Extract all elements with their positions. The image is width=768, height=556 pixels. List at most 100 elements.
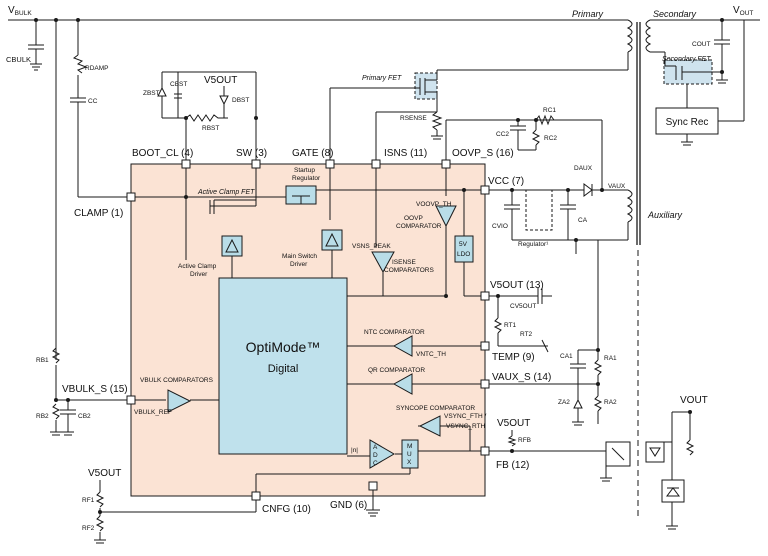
svg-text:|n|: |n| (351, 447, 358, 454)
core-subtitle: Digital (268, 363, 299, 375)
svg-text:Startup: Startup (294, 167, 315, 174)
svg-text:VOUT: VOUT (733, 5, 753, 17)
junction-dots (34, 18, 724, 514)
main-switch-driver: Main Switch Driver (282, 229, 343, 268)
pin-sw: SW (3) (236, 148, 267, 169)
svg-text:5V: 5V (459, 241, 468, 248)
svg-text:V5OUT: V5OUT (497, 418, 530, 429)
svg-text:RFB: RFB (518, 437, 531, 444)
svg-text:RA2: RA2 (604, 399, 617, 406)
cnfg-divider: V5OUT RF1 RF2 (82, 468, 257, 544)
internal-wiring (131, 164, 485, 496)
syncope-comparator: SYNCOPE COMPARATOR VSYNC_FTH / VSYNC_RTH (396, 405, 486, 437)
svg-text:RT2: RT2 (520, 331, 533, 338)
pin-oovp-s: OOVP_S (16) (441, 148, 514, 169)
vcc-aux-network: DAUX VAUX Regulator¹ CVIO CA (485, 165, 629, 254)
qr-comparator: QR COMPARATOR (368, 367, 425, 395)
svg-text:RB1: RB1 (36, 357, 49, 364)
transformer: Primary Secondary Auxiliary (572, 9, 697, 520)
svg-text:QR COMPARATOR: QR COMPARATOR (368, 367, 425, 374)
svg-text:M: M (407, 443, 412, 450)
active-clamp-fet: Active Clamp FET (197, 189, 256, 214)
active-clamp-driver: Active Clamp Driver (178, 235, 243, 278)
svg-text:VNTC_TH: VNTC_TH (416, 351, 446, 358)
svg-text:V5OUT: V5OUT (204, 75, 237, 86)
svg-text:BOOT_CL (4): BOOT_CL (4) (132, 148, 193, 159)
svg-text:RBST: RBST (202, 125, 219, 132)
svg-text:CA: CA (578, 217, 588, 224)
svg-text:CV5OUT: CV5OUT (510, 303, 536, 310)
svg-text:CC: CC (88, 98, 98, 105)
svg-text:ISNS (11): ISNS (11) (384, 148, 427, 159)
svg-text:ZBST: ZBST (143, 90, 160, 97)
svg-text:V5OUT: V5OUT (88, 468, 121, 479)
primary-fet: Primary FET RSENSE (329, 69, 628, 160)
svg-text:VSYNC_RTH: VSYNC_RTH (446, 423, 486, 430)
pin-vbulk-s: VBULK_S (15) (62, 384, 136, 405)
svg-text:Regulator¹: Regulator¹ (518, 241, 549, 248)
vbulk-rail: VBULK CBULK (6, 5, 628, 360)
svg-text:RA1: RA1 (604, 355, 617, 362)
svg-text:CBST: CBST (170, 81, 187, 88)
svg-text:VCC (7): VCC (7) (488, 176, 524, 187)
svg-text:RF1: RF1 (82, 497, 95, 504)
svg-text:RF2: RF2 (82, 525, 95, 532)
svg-text:ZA2: ZA2 (558, 399, 570, 406)
pin-vcc: VCC (7) (480, 176, 524, 195)
boot-network: ZBST CBST V5OUT DBST RBST (143, 71, 257, 160)
svg-text:DAUX: DAUX (574, 165, 593, 172)
svg-text:COUT: COUT (692, 41, 710, 48)
svg-text:DBST: DBST (232, 97, 249, 104)
svg-text:VOOVP_TH: VOOVP_TH (416, 201, 452, 208)
damp-network: RDAMP CC (70, 54, 131, 198)
svg-text:FB (12): FB (12) (496, 460, 529, 471)
svg-text:COMPARATORS: COMPARATORS (384, 267, 435, 274)
secondary-side: VOUT COUT Secondary FET Sync Rec (650, 5, 760, 146)
svg-text:RT1: RT1 (504, 322, 517, 329)
svg-text:GND (6): GND (6) (330, 500, 367, 511)
svg-text:RDAMP: RDAMP (85, 65, 108, 72)
svg-text:U: U (407, 451, 412, 458)
pin-vaux-s: VAUX_S (14) (480, 372, 551, 389)
svg-text:LDO: LDO (457, 251, 470, 258)
svg-text:VOUT: VOUT (680, 395, 708, 406)
vbulk-comparators: VBULK COMPARATORS VBULK_REF (134, 377, 214, 416)
svg-text:Sync Rec: Sync Rec (666, 117, 709, 128)
svg-text:X: X (407, 459, 412, 466)
oovp-network: CC2 RC1 RC2 (445, 107, 603, 190)
pin-gnd: GND (6) (330, 481, 378, 511)
svg-text:VBULK_S (15): VBULK_S (15) (62, 384, 128, 395)
svg-text:C: C (373, 460, 378, 467)
ntc-comparator: NTC COMPARATOR VNTC_TH (364, 329, 446, 358)
svg-text:Regulator: Regulator (292, 175, 321, 182)
pin-isns: ISNS (11) (371, 148, 427, 169)
svg-text:Active Clamp: Active Clamp (178, 263, 217, 270)
svg-text:Secondary FET: Secondary FET (662, 56, 711, 63)
pin-clamp: CLAMP (1) (74, 192, 136, 219)
svg-text:Main Switch: Main Switch (282, 253, 317, 260)
svg-text:ISENSE: ISENSE (392, 259, 417, 266)
svg-text:VBULK_REF: VBULK_REF (134, 409, 172, 416)
svg-text:CNFG (10): CNFG (10) (262, 504, 311, 515)
secondary-label: Secondary (653, 9, 697, 19)
svg-text:VBULK: VBULK (8, 5, 32, 17)
isense-comparators: VSNS_PEAK ISENSE COMPARATORS (352, 243, 435, 274)
svg-text:RSENSE: RSENSE (400, 115, 427, 122)
svg-text:COMPARATOR: COMPARATOR (396, 223, 442, 230)
pin-temp: TEMP (9) (480, 341, 535, 363)
svg-text:V5OUT (13): V5OUT (13) (490, 280, 544, 291)
pin-v5out: V5OUT (13) (480, 280, 544, 301)
svg-text:OOVP: OOVP (404, 215, 423, 222)
svg-text:Driver: Driver (290, 261, 308, 268)
svg-text:CA1: CA1 (560, 353, 573, 360)
svg-text:VSYNC_FTH /: VSYNC_FTH / (444, 413, 486, 420)
svg-text:VAUX: VAUX (608, 183, 626, 190)
svg-text:D: D (373, 452, 378, 459)
pin-boot-cl: BOOT_CL (4) (132, 148, 193, 169)
adc-mux: |n| A D C M U X (351, 439, 419, 469)
auxiliary-label: Auxiliary (647, 210, 683, 220)
svg-text:GATE (8): GATE (8) (292, 148, 333, 159)
ldo-5v: 5V LDO (454, 235, 474, 263)
